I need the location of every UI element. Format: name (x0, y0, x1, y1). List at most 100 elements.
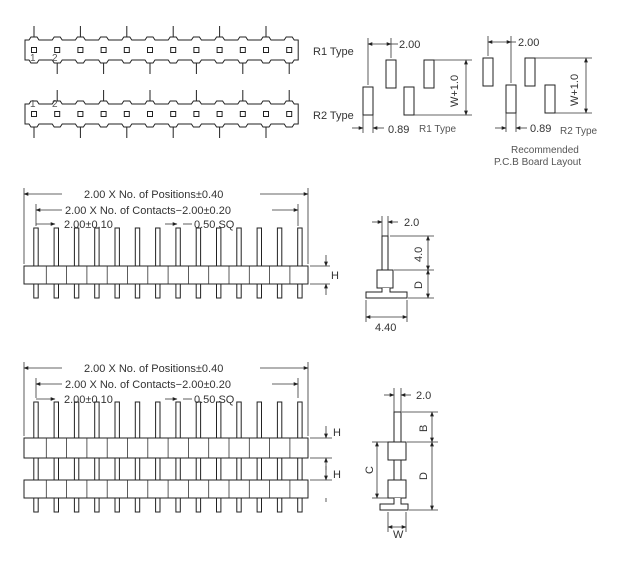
mid-pin (297, 457, 303, 481)
single-row-side-view (365, 216, 434, 322)
pcb-r1-height-dim: W+1.0 (449, 75, 461, 107)
tail-pin (195, 497, 202, 513)
tail-pin (114, 283, 120, 299)
dual-side-dim-b: B (418, 425, 430, 432)
single-dim-contacts: 2.00 X No. of Contacts−2.00±0.20 (65, 205, 231, 217)
dual-side-dim-c: C (364, 466, 376, 474)
single-side-dim-440: 4.40 (375, 322, 396, 334)
pin-pad (170, 47, 177, 53)
tail-pin (236, 283, 242, 299)
dual-side-dim-w: W (393, 529, 404, 541)
dual-dim-pitch: 2.00±0.10 (64, 394, 113, 406)
dual-side-dim-top: 2.0 (416, 390, 431, 402)
pin-pad (147, 47, 153, 53)
tail-pin (53, 283, 59, 299)
pcb-caption-line1: Recommended (511, 145, 579, 156)
contact-pin (73, 227, 80, 267)
tail-pin (114, 497, 120, 513)
pin-pad (170, 111, 177, 117)
pcb-r2-pitch: 2.00 (518, 37, 539, 49)
pin-pad (100, 111, 107, 117)
contact-pin (134, 401, 141, 439)
pin-pad (54, 47, 61, 53)
pcb-r1-pad-dim: 0.89 (388, 124, 409, 136)
dual-row-side-view (372, 388, 438, 532)
mid-pin (276, 457, 283, 481)
tail-pin (216, 283, 222, 299)
pin-pad (123, 47, 130, 53)
contact-pin (256, 227, 263, 267)
tail-pin (134, 497, 141, 513)
tail-pin (276, 283, 283, 299)
contact-pin (114, 227, 120, 267)
pin-pad (123, 111, 130, 117)
single-row-dimensions (23, 188, 330, 295)
tail-pin (276, 497, 283, 513)
contact-pin (33, 401, 39, 439)
contact-pin (53, 227, 59, 267)
pin2-label-r2: 2 (52, 99, 58, 110)
contact-pin (216, 401, 222, 439)
tail-pin (94, 497, 100, 513)
contact-pin (175, 401, 181, 439)
single-side-dim-40: 4.0 (413, 247, 425, 262)
pin-pad (286, 47, 293, 53)
contact-pin (175, 227, 181, 267)
mid-pin (175, 457, 181, 481)
dual-dim-pin: 0.50 SQ (194, 394, 235, 406)
single-dim-pin: 0.50 SQ (194, 219, 235, 231)
tail-pin (155, 497, 161, 513)
contact-pin (195, 401, 202, 439)
top-view-r1-strip (24, 26, 299, 74)
pcb-r1-pitch: 2.00 (399, 39, 420, 51)
pcb-r2-footprint (482, 36, 592, 132)
tail-pin (134, 283, 141, 299)
contact-pin (297, 401, 303, 439)
single-side-dim-d: D (413, 281, 425, 289)
mid-pin (94, 457, 100, 481)
single-row-front-view (23, 227, 309, 299)
pin-pad (31, 47, 37, 53)
contact-pin (297, 227, 303, 267)
contact-pin (236, 227, 242, 267)
pcb-r1-footprint (352, 38, 472, 133)
pin-pad (263, 47, 269, 53)
dual-row-dimensions (23, 362, 332, 502)
mid-pin (236, 457, 242, 481)
pin1-label-r2: 1 (30, 99, 36, 110)
upper-insulator-body (23, 437, 309, 459)
pin-pad (193, 47, 200, 53)
tail-pin (195, 283, 202, 299)
tail-pin (216, 497, 222, 513)
tail-pin (297, 283, 303, 299)
r1-type-label: R1 Type (313, 46, 354, 58)
mid-pin (73, 457, 80, 481)
mid-pin (155, 457, 161, 481)
contact-pin (195, 227, 202, 267)
mid-pin (53, 457, 59, 481)
pcb-r2-height-dim: W+1.0 (569, 74, 581, 106)
mid-pin (134, 457, 141, 481)
tail-pin (297, 497, 303, 513)
mid-pin (216, 457, 222, 481)
tail-pin (236, 497, 242, 513)
mid-pin (33, 457, 39, 481)
contact-pin (155, 401, 161, 439)
r2-type-label: R2 Type (313, 110, 354, 122)
contact-pin (114, 401, 120, 439)
dual-dim-h1: H (333, 427, 341, 439)
tail-pin (33, 497, 39, 513)
single-side-dim-top: 2.0 (404, 217, 419, 229)
pin-pad (216, 111, 223, 117)
strip-outline (24, 100, 299, 128)
pin-pad (239, 111, 246, 117)
contact-pin (94, 227, 100, 267)
contact-pin (276, 401, 283, 439)
strip-outline (24, 36, 299, 64)
pcb-r1-type-label: R1 Type (419, 124, 456, 135)
contact-pin (73, 401, 80, 439)
pin-pad (54, 111, 61, 117)
tail-pin (33, 283, 39, 299)
tail-pin (155, 283, 161, 299)
pin-pad (100, 47, 107, 53)
